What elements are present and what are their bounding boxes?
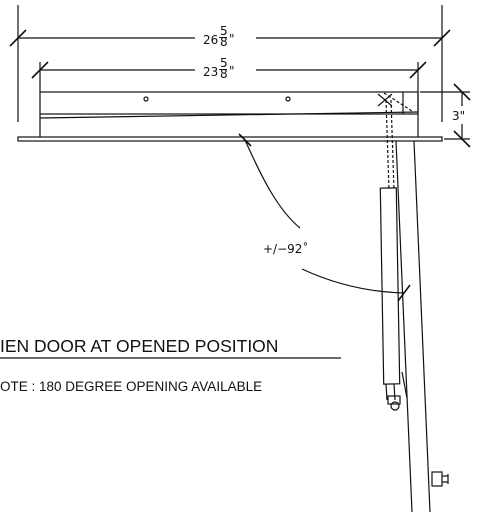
hinge-strut-dashed-right <box>390 99 395 191</box>
door-right-edge <box>413 140 431 512</box>
cabinet-bevel-line <box>39 111 419 119</box>
hinge-strut-dashed-left <box>385 99 390 191</box>
screw-hole-right <box>285 96 291 102</box>
strut-mount-pin <box>390 401 400 411</box>
cabinet-top-panel <box>39 91 419 115</box>
tick-outer-right <box>433 29 451 47</box>
door-latch <box>431 471 443 487</box>
dim-height-label: 3" <box>452 109 465 123</box>
dim-outer-whole: 26 <box>203 33 218 47</box>
base-plate <box>17 136 443 142</box>
strut-mount-bracket <box>387 395 401 405</box>
drawing-note: OTE : 180 DEGREE OPENING AVAILABLE <box>0 379 262 394</box>
gas-strut-rod-left <box>385 383 388 401</box>
tick-height-bottom <box>453 130 471 148</box>
dimension-outer: 26 5 8 " <box>203 24 235 49</box>
dim-inner-denominator: 8 <box>220 67 228 81</box>
dim-inner-whole: 23 <box>203 65 218 79</box>
drawing-title: IEN DOOR AT OPENED POSITION <box>0 336 278 356</box>
strut-mount-plate <box>401 371 408 399</box>
dim-inner-unit: " <box>229 64 235 78</box>
hinge-arm-dashed <box>383 92 413 112</box>
angle-tick-end <box>397 284 411 302</box>
tick-inner-right <box>409 61 427 79</box>
tick-inner-left <box>31 61 49 79</box>
dimension-inner: 23 5 8 " <box>203 56 235 81</box>
door-left-edge <box>395 140 413 512</box>
dim-outer-denominator: 8 <box>220 35 228 49</box>
angle-tick-start <box>238 133 252 147</box>
angle-label: +/−92˚ <box>263 241 308 256</box>
gas-strut-cylinder <box>379 187 401 385</box>
screw-hole-left <box>143 96 149 102</box>
dim-outer-numerator: 5 <box>220 24 228 38</box>
angle-arc-lower <box>301 268 405 294</box>
gas-strut-rod-right <box>393 383 396 401</box>
dim-inner-numerator: 5 <box>220 56 228 70</box>
tick-height-top <box>453 83 471 101</box>
angle-arc-upper <box>244 139 301 229</box>
dim-outer-unit: " <box>229 32 235 46</box>
tick-outer-left <box>9 29 27 47</box>
